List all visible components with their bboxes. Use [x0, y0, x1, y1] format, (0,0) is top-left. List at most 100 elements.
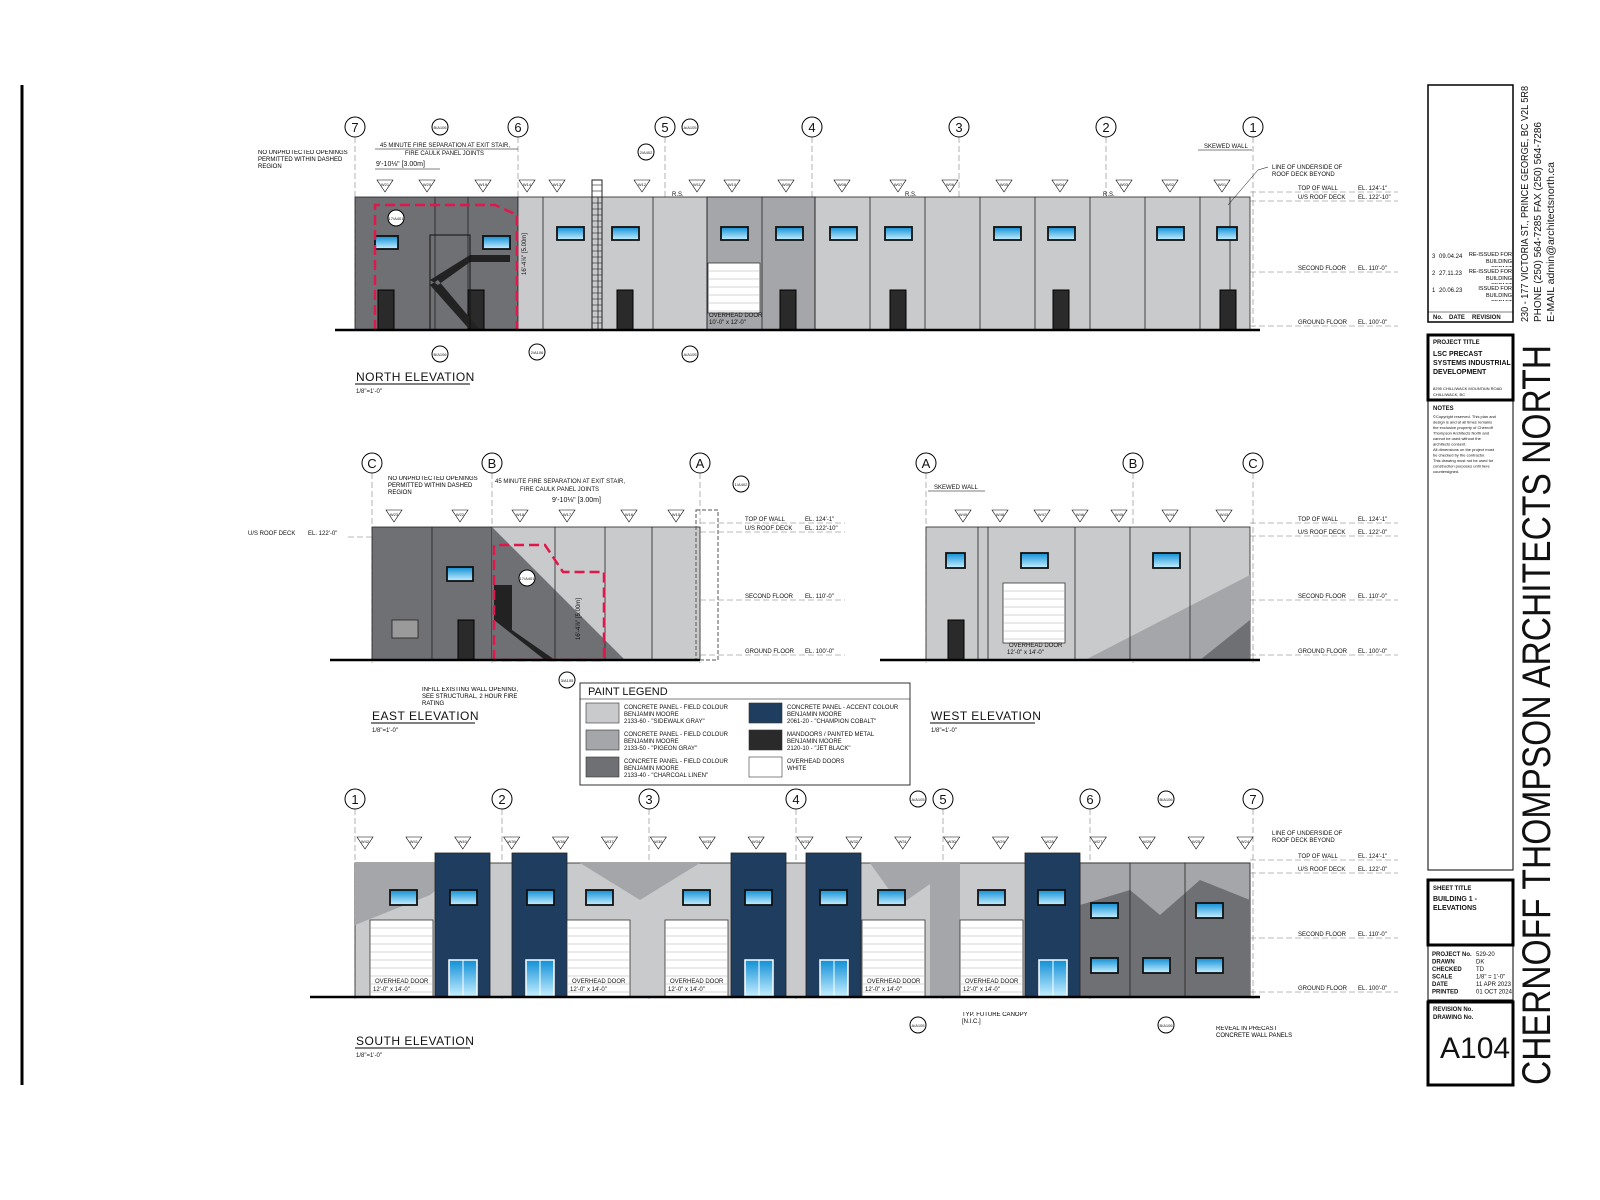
overhead-door	[707, 262, 761, 314]
project-title-label: PROJECT TITLE	[1433, 340, 1480, 346]
legend-item-text: BENJAMIN MOORE	[787, 739, 842, 745]
south-roof-line-1: LINE OF UNDERSIDE OF	[1272, 831, 1343, 837]
window	[993, 226, 1022, 241]
overhead-door-size: 12'-0" x 14'-0"	[865, 987, 902, 993]
window	[829, 226, 858, 241]
window	[449, 889, 478, 906]
overhead-door-size: 12'-0" x 14'-0"	[373, 987, 410, 993]
window-tag	[1089, 836, 1107, 850]
east-notes: NO UNPROTECTED OPENINGS PERMITTED WITHIN…	[388, 476, 1063, 707]
window-tag	[1213, 179, 1231, 193]
west-grid-bubble-label: A	[922, 456, 931, 471]
legend-swatch	[748, 729, 783, 751]
level-name: GROUND FLOOR	[1298, 320, 1348, 326]
section-callout	[431, 345, 449, 363]
window	[389, 889, 418, 906]
level-name: TOP OF WALL	[745, 517, 786, 523]
window-tag	[747, 836, 765, 850]
section-callout-label: A/A105	[683, 352, 697, 357]
window-tag-label: W45	[1115, 512, 1124, 517]
revision-no: 1	[1432, 288, 1436, 294]
window	[819, 889, 848, 906]
west-scale: 1/8"=1'-0"	[931, 728, 957, 734]
section-callout	[732, 475, 750, 493]
legend-item-text: 2133-60 - "SIDEWALK GRAY"	[624, 719, 705, 725]
window	[1152, 552, 1181, 569]
notes-line: ©Copyright reserved. This plan and	[1433, 414, 1496, 419]
section-callout-label: B/A106	[1159, 797, 1173, 802]
east-vertical-dim: 16'-4⅞" [5.00m]	[576, 598, 582, 640]
north-vertical-dim: 16'-4⅞" [5.00m]	[522, 233, 528, 275]
overhead-door	[664, 919, 729, 998]
window	[682, 889, 711, 906]
section-callout	[431, 118, 449, 136]
level-elevation: EL. 100'-0"	[1358, 986, 1387, 992]
revision-no: 3	[1432, 254, 1436, 260]
window-tag	[991, 509, 1009, 523]
info-key: DATE	[1432, 982, 1448, 988]
revision-text: RE-ISSUED FOR BUILDING PERMIT	[1468, 269, 1512, 284]
window	[775, 226, 804, 241]
east-grid-bubble-label: A	[696, 456, 705, 471]
overhead-door	[1002, 582, 1066, 644]
firm-phone: PHONE (250) 564-7285 FAX (250) 564-7286	[1533, 122, 1544, 322]
section-callout-label: A/A105	[911, 1023, 925, 1028]
section-callout	[909, 1016, 927, 1034]
south-grid-bubble-label: 4	[792, 792, 799, 807]
south-title-text: SOUTH ELEVATION	[356, 1034, 474, 1048]
level-elevation: EL. 122'-0"	[1358, 867, 1387, 873]
revision-date: 27.11.23	[1439, 271, 1463, 277]
info-key: SCALE	[1432, 975, 1452, 981]
legend-item-text: MANDOORS / PAINTED METAL	[787, 732, 875, 738]
window	[977, 889, 1006, 906]
roof-ladder	[695, 509, 719, 661]
window	[611, 226, 640, 241]
west-title-text: WEST ELEVATION	[931, 709, 1041, 723]
legend-item-text: 2120-10 - "JET BLACK"	[787, 746, 851, 752]
roof-scupper-label: R.S.	[672, 192, 684, 198]
level-name: U/S ROOF DECK	[248, 531, 295, 537]
level-elevation: EL. 124'-1"	[1358, 186, 1387, 192]
window-tag	[356, 836, 374, 850]
info-key: DRAWN	[1432, 960, 1455, 966]
east-openings-note: NO UNPROTECTED OPENINGS PERMITTED WITHIN…	[388, 476, 478, 496]
south-grid-bubble-label: 3	[645, 792, 652, 807]
legend-item-text: BENJAMIN MOORE	[624, 712, 679, 718]
window-tag-label: W30	[948, 839, 957, 844]
north-grid-bubble-label: 7	[351, 120, 358, 135]
man-door	[377, 289, 395, 331]
sheet-title-2: ELEVATIONS	[1433, 905, 1477, 912]
level-name: U/S ROOF DECK	[1298, 530, 1345, 536]
legend-swatch	[748, 756, 783, 778]
level-name: U/S ROOF DECK	[1298, 867, 1345, 873]
window-tag-label: W37	[605, 839, 614, 844]
window-tag-label: W38	[556, 839, 565, 844]
section-callout-label: B/A106	[433, 125, 447, 130]
east-grid-bubble-label: C	[367, 456, 376, 471]
level-elevation: EL. 100'-0"	[1358, 649, 1387, 655]
level-elevation: EL. 124'-1"	[805, 517, 834, 523]
window-tag	[600, 836, 619, 850]
window	[374, 235, 399, 250]
window-tag-label: W11	[693, 182, 702, 187]
north-openings-note: NO UNPROTECTED OPENINGS PERMITTED WITHIN…	[258, 150, 348, 170]
south-grid-bubble-label: 5	[939, 792, 946, 807]
window-tag	[633, 179, 651, 193]
window-tag-label: W46	[1076, 512, 1085, 517]
window-tag	[1115, 179, 1133, 193]
window-tag	[385, 509, 403, 523]
window	[556, 226, 585, 241]
section-callout-label: 3/A105	[561, 678, 574, 683]
level-elevation: EL. 110'-0"	[1358, 266, 1387, 272]
north-roof-line-1: LINE OF UNDERSIDE OF	[1272, 165, 1343, 171]
window	[1142, 957, 1171, 974]
roof-scupper-label: R.S.	[1103, 192, 1115, 198]
south-grid-bubble-label: 7	[1249, 792, 1256, 807]
firm-email: E-MAIL admin@architectsnorth.ca	[1546, 162, 1557, 322]
legend-item-text: OVERHEAD DOORS	[787, 759, 844, 765]
window-tag	[649, 836, 667, 850]
legend-swatch	[585, 702, 620, 724]
man-door	[889, 289, 907, 331]
